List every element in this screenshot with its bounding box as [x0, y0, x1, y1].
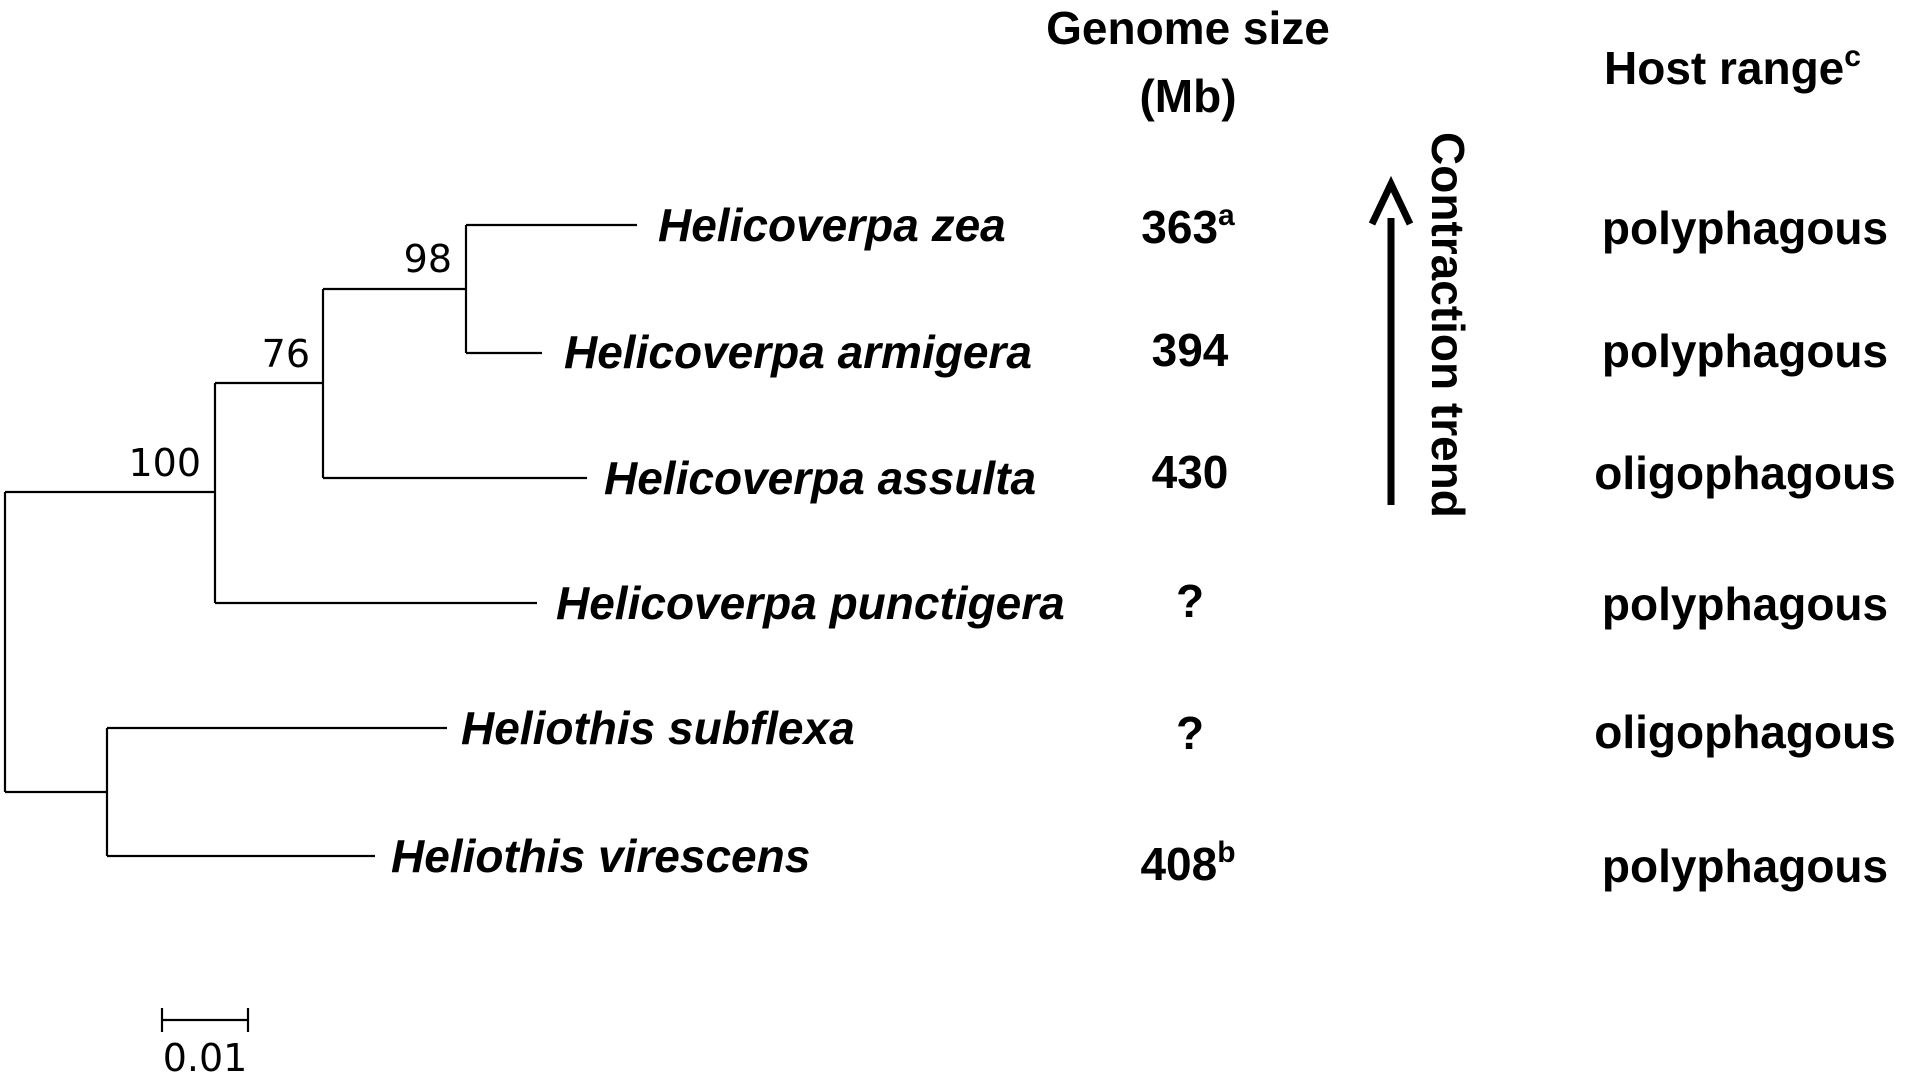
genome-size-header-line1: Genome size	[1046, 2, 1330, 54]
host-range-value: polyphagous	[1602, 840, 1888, 892]
genome-size-number: 408	[1140, 838, 1217, 890]
host-range-value: polyphagous	[1602, 202, 1888, 254]
contraction-trend-label: Contraction trend	[1422, 132, 1474, 518]
host-range-value: polyphagous	[1602, 578, 1888, 630]
genome-size-sup: b	[1217, 836, 1235, 869]
support-value-98: 98	[404, 237, 452, 281]
taxon-label: Helicoverpa punctigera	[556, 577, 1065, 629]
host-range-header: Host rangec	[1604, 40, 1861, 94]
genome-size-number: ?	[1176, 707, 1204, 759]
support-value-100: 100	[128, 441, 201, 485]
genome-size-value: 430	[1152, 446, 1229, 498]
scale-bar-label: 0.01	[163, 1036, 248, 1077]
genome-size-number: 394	[1152, 324, 1229, 376]
taxon-label: Helicoverpa zea	[658, 199, 1006, 251]
genome-size-value: 408b	[1140, 836, 1235, 890]
genome-size-value: ?	[1176, 575, 1204, 627]
host-range-value: oligophagous	[1594, 447, 1896, 499]
host-range-header-sup: c	[1844, 40, 1861, 73]
genome-size-sup: a	[1218, 199, 1235, 232]
genome-size-number: ?	[1176, 575, 1204, 627]
host-range-header-text: Host range	[1604, 42, 1844, 94]
genome-size-value: ?	[1176, 707, 1204, 759]
genome-size-value: 394	[1152, 324, 1229, 376]
support-value-76: 76	[262, 332, 310, 376]
taxon-label: Helicoverpa assulta	[604, 452, 1036, 504]
taxon-label: Heliothis subflexa	[461, 702, 855, 754]
genome-size-header-line2: (Mb)	[1139, 70, 1236, 122]
host-range-value: oligophagous	[1594, 706, 1896, 758]
taxon-label: Heliothis virescens	[391, 830, 810, 882]
genome-size-number: 430	[1152, 446, 1229, 498]
contraction-arrow-head	[1368, 175, 1414, 226]
host-range-value: polyphagous	[1602, 325, 1888, 377]
genome-size-number: 363	[1141, 201, 1218, 253]
scale-bar: 0.01	[160, 1008, 250, 1080]
genome-size-value: 363a	[1141, 199, 1235, 253]
phylogenetic-tree	[3, 223, 637, 858]
taxon-label: Helicoverpa armigera	[564, 326, 1032, 378]
